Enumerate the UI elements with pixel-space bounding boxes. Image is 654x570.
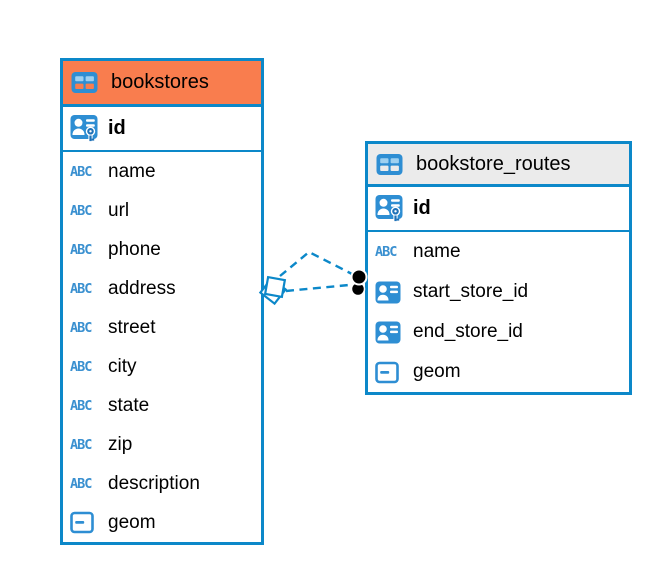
table-icon <box>376 153 408 176</box>
column-row-id[interactable]: id <box>63 107 261 152</box>
column-name: phone <box>108 238 161 260</box>
column-name: id <box>413 197 431 219</box>
column-name: url <box>108 199 130 221</box>
column-row-description[interactable]: ABC description <box>63 464 261 503</box>
column-name: start_store_id <box>413 281 529 302</box>
text-type-icon: ABC <box>70 280 92 297</box>
column-row-geom[interactable]: geom <box>63 503 261 542</box>
text-type-icon: ABC <box>70 202 92 219</box>
text-type-icon: ABC <box>70 163 92 180</box>
text-type-icon: ABC <box>70 358 92 375</box>
column-row-city[interactable]: ABC city <box>63 347 261 386</box>
column-row-end_store_id[interactable]: end_store_id <box>368 312 629 352</box>
primary-key-icon <box>375 194 407 223</box>
column-name: street <box>108 316 156 338</box>
text-type-icon: ABC <box>70 241 92 258</box>
foreign-key-icon <box>375 281 407 304</box>
column-name: description <box>108 472 200 494</box>
column-row-zip[interactable]: ABC zip <box>63 425 261 464</box>
foreign-key-icon <box>375 321 407 344</box>
column-name: geom <box>108 511 156 533</box>
column-name: geom <box>413 361 461 382</box>
fk-relationship-line-end-store[interactable] <box>285 283 350 293</box>
column-row-state[interactable]: ABC state <box>63 386 261 425</box>
column-row-id[interactable]: id <box>368 187 629 232</box>
table-header-bookstore-routes[interactable]: bookstore_routes <box>368 144 629 187</box>
text-type-icon: ABC <box>70 475 92 492</box>
column-row-street[interactable]: ABC street <box>63 308 261 347</box>
column-name: address <box>108 277 176 299</box>
table-title: bookstore_routes <box>416 152 571 175</box>
table-header-bookstores[interactable]: bookstores <box>63 61 261 107</box>
column-name: id <box>108 117 126 139</box>
text-type-icon: ABC <box>375 244 397 260</box>
text-type-icon: ABC <box>70 319 92 336</box>
text-type-icon: ABC <box>70 436 92 453</box>
fk-relationship-line-start-store[interactable] <box>279 250 353 277</box>
column-row-name[interactable]: ABC name <box>368 232 629 272</box>
column-row-address[interactable]: ABC address <box>63 269 261 308</box>
text-type-icon: ABC <box>70 397 92 414</box>
table-icon <box>71 71 103 94</box>
primary-key-icon <box>70 114 102 143</box>
column-name: name <box>108 160 156 182</box>
column-row-name[interactable]: ABC name <box>63 152 261 191</box>
column-name: zip <box>108 433 133 455</box>
column-row-start_store_id[interactable]: start_store_id <box>368 272 629 312</box>
column-name: state <box>108 394 150 416</box>
column-name: end_store_id <box>413 321 523 342</box>
many-end-diamond-marker[interactable] <box>258 275 288 306</box>
column-name: name <box>413 241 461 262</box>
column-row-url[interactable]: ABC url <box>63 191 261 230</box>
geometry-type-icon <box>70 511 102 534</box>
column-row-phone[interactable]: ABC phone <box>63 230 261 269</box>
column-name: city <box>108 355 137 377</box>
table-title: bookstores <box>111 71 209 93</box>
geometry-type-icon <box>375 361 407 384</box>
column-row-geom[interactable]: geom <box>368 352 629 392</box>
